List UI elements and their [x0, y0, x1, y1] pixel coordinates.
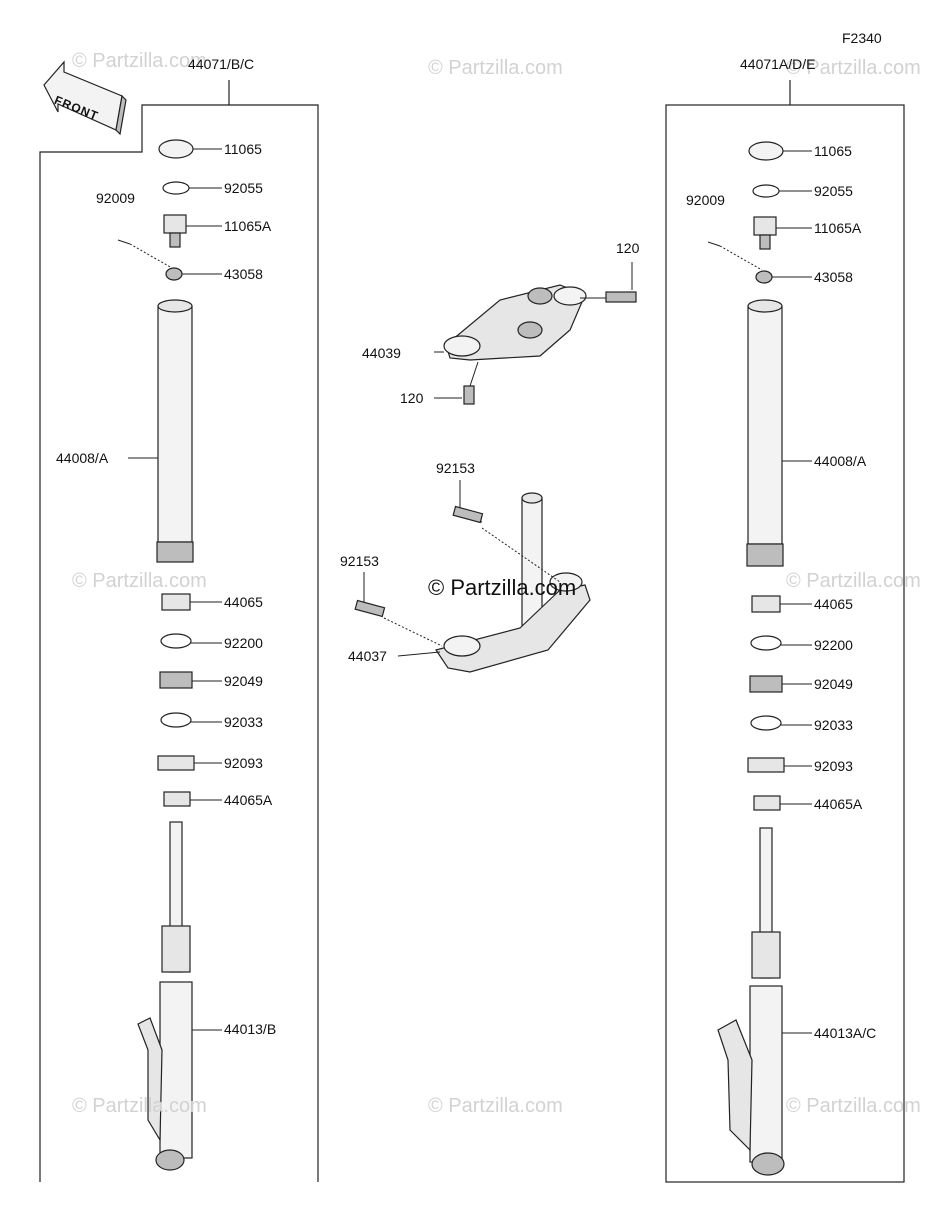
watermark: © Partzilla.com: [72, 50, 207, 72]
part-label: 92055: [814, 183, 853, 199]
part-label: 92033: [224, 714, 263, 730]
part-label: 44065A: [224, 792, 273, 808]
part-label: 92009: [686, 192, 725, 208]
part-label: 11065: [224, 141, 262, 157]
part-label: 44065: [224, 594, 263, 610]
part-label: 44013A/C: [814, 1025, 877, 1041]
part-label: 92033: [814, 717, 853, 733]
part-label: 92153: [340, 553, 379, 569]
part-label: 44065A: [814, 796, 863, 812]
watermark: © Partzilla.com: [786, 1095, 921, 1117]
part-label: 92093: [224, 755, 263, 771]
part-label: 11065: [814, 143, 852, 159]
part-label: 44008/A: [56, 450, 109, 466]
upper-clamp-drawing: [434, 262, 637, 405]
left-parts: [117, 139, 222, 1171]
watermark: © Partzilla.com: [72, 1095, 207, 1117]
part-label: 43058: [814, 269, 853, 285]
left-assembly-label: 44071/B/C: [188, 56, 255, 72]
front-arrow-icon: [43, 60, 127, 136]
part-label: 92049: [814, 676, 853, 692]
watermark: © Partzilla.com: [72, 570, 207, 592]
right-assembly-box: [665, 80, 905, 1183]
center-watermark: © Partzilla.com: [428, 575, 577, 600]
part-label: 92055: [224, 180, 263, 196]
right-parts: [707, 141, 812, 1176]
part-label: 43058: [224, 266, 263, 282]
part-label: 92200: [224, 635, 263, 651]
watermark: © Partzilla.com: [428, 1095, 563, 1117]
lower-clamp-drawing: [354, 480, 591, 673]
watermark: © Partzilla.com: [428, 57, 563, 79]
part-label: 92093: [814, 758, 853, 774]
part-label: 44039: [362, 345, 401, 361]
part-label: 11065A: [814, 220, 862, 236]
part-label: 120: [400, 390, 424, 406]
part-label: 92153: [436, 460, 475, 476]
part-label: 44008/A: [814, 453, 867, 469]
watermark: © Partzilla.com: [786, 570, 921, 592]
part-label: 44037: [348, 648, 387, 664]
part-label: 11065A: [224, 218, 272, 234]
right-assembly-label: 44071A/D/E: [740, 56, 816, 72]
watermark: © Partzilla.com: [786, 57, 921, 79]
figure-code: F2340: [842, 30, 882, 46]
part-label: 120: [616, 240, 640, 256]
part-label: 92009: [96, 190, 135, 206]
part-label: 92200: [814, 637, 853, 653]
left-assembly-box: [39, 80, 319, 1182]
part-label: 44065: [814, 596, 853, 612]
part-label: 44013/B: [224, 1021, 277, 1037]
part-label: 92049: [224, 673, 263, 689]
